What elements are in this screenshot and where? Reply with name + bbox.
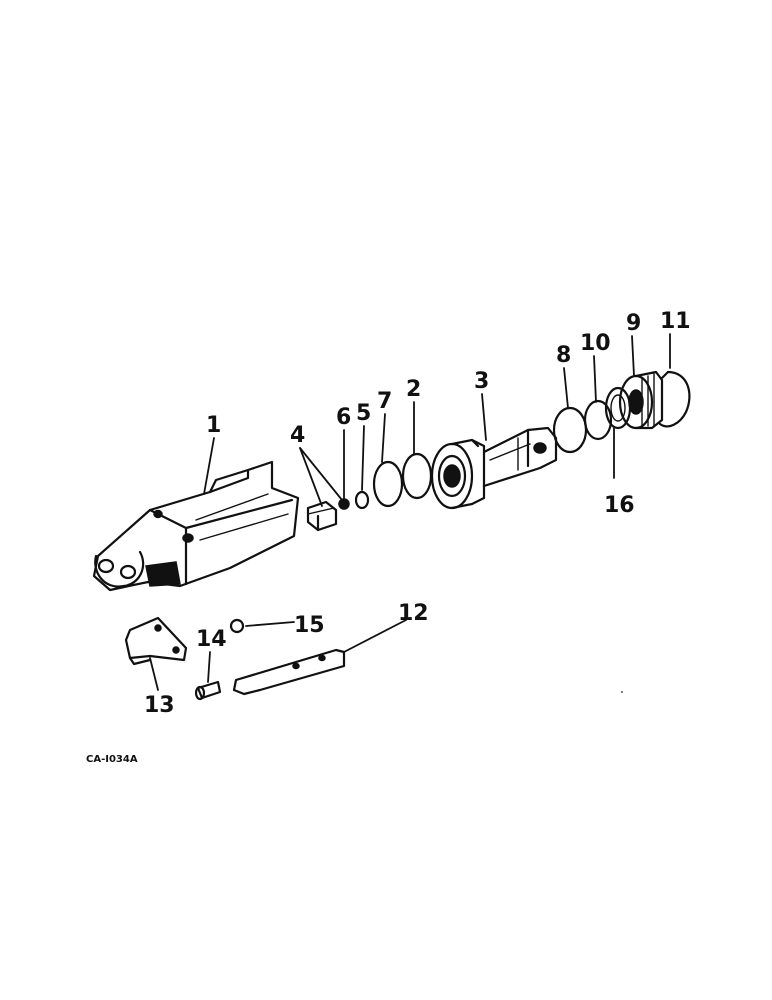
part-3-piston-rod — [430, 426, 558, 510]
label-5: 5 — [356, 401, 371, 426]
part-8-o-ring — [552, 406, 588, 454]
label-6: 6 — [336, 405, 351, 430]
part-7-o-ring — [372, 460, 404, 508]
label-12: 12 — [398, 601, 429, 626]
part-14-bolt — [194, 680, 222, 701]
label-3: 3 — [474, 369, 489, 394]
part-2-backup-ring — [401, 452, 433, 500]
label-1: 1 — [206, 413, 221, 438]
label-2: 2 — [406, 377, 421, 402]
label-9: 9 — [626, 311, 641, 336]
part-11-snap-ring — [658, 370, 691, 428]
part-9-gland — [618, 370, 664, 430]
label-15: 15 — [294, 613, 325, 638]
part-15-washer — [229, 618, 245, 634]
part-10-ring — [583, 399, 613, 441]
part-13-bracket — [124, 616, 188, 666]
part-6-ball — [338, 498, 350, 510]
part-1-cylinder-body — [92, 460, 300, 592]
label-14: 14 — [196, 627, 227, 652]
label-13: 13 — [144, 693, 175, 718]
part-4-plug-fitting — [306, 500, 338, 532]
label-16: 16 — [604, 493, 635, 518]
label-11: 11 — [660, 309, 691, 334]
label-7: 7 — [377, 389, 392, 414]
leader-lines — [149, 333, 671, 691]
label-8: 8 — [556, 343, 571, 368]
figure-code: CA-I034A — [86, 754, 138, 765]
part-labels: 1 4 6 5 7 2 3 8 10 9 11 16 15 12 14 13 C… — [86, 309, 691, 765]
label-10: 10 — [580, 331, 611, 356]
part-5-small-o-ring — [354, 490, 370, 510]
part-12-bar — [232, 648, 346, 696]
stray-dot — [621, 691, 623, 693]
label-4: 4 — [290, 423, 305, 448]
